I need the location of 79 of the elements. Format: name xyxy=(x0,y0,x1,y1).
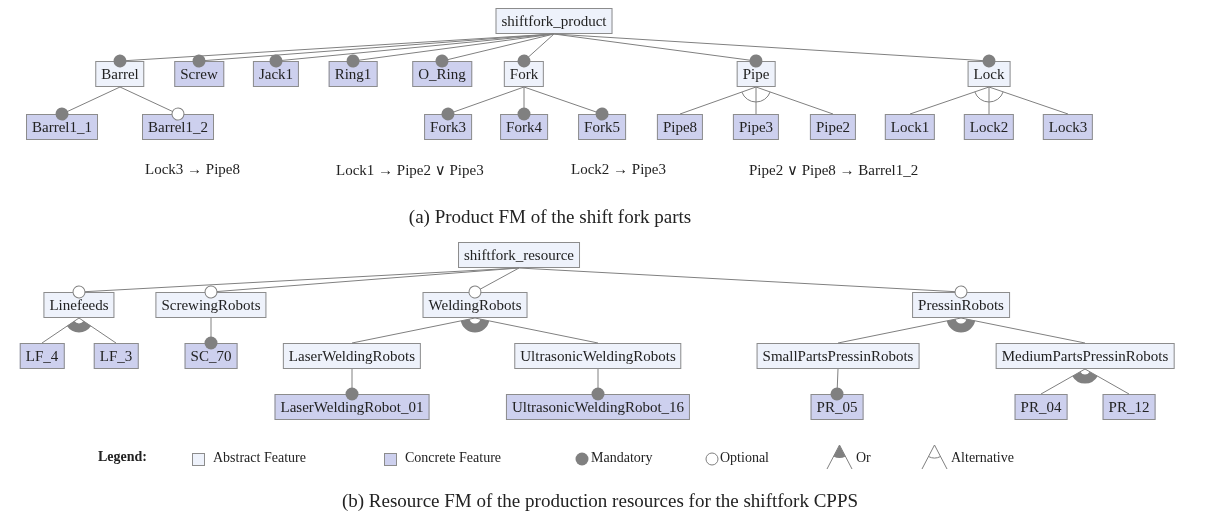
feature-box: Pipe3 xyxy=(732,114,780,140)
feature-box: PR_12 xyxy=(1102,394,1156,420)
constraint-text: Lock1 → Pipe2 ∨ Pipe3 xyxy=(336,161,484,179)
feature-box: Barrel1_2 xyxy=(142,114,214,140)
caption: (a) Product FM of the shift fork parts xyxy=(408,206,692,228)
connector-line xyxy=(837,317,962,344)
feature-box: PR_04 xyxy=(1014,394,1068,420)
feature-box: O_Ring xyxy=(412,61,472,87)
connector-line xyxy=(679,86,757,115)
legend-text: Abstract Feature xyxy=(213,450,306,466)
legend-text: Or xyxy=(856,450,871,466)
connector-line xyxy=(1040,368,1086,395)
connector-line xyxy=(591,368,605,401)
feature-box: Lock2 xyxy=(963,114,1015,140)
connector-line xyxy=(517,33,555,68)
connector-line xyxy=(988,86,1069,115)
legend-text: Alternative xyxy=(951,450,1014,466)
feature-box: PressinRobots xyxy=(912,292,1010,318)
connector-line xyxy=(755,86,757,115)
constraint-text: Pipe2 ∨ Pipe8 → Barrel1_2 xyxy=(749,161,919,179)
connector-line xyxy=(517,86,531,121)
connector-line xyxy=(830,368,844,401)
legend-text: Mandatory xyxy=(591,450,653,466)
connector-line xyxy=(1084,368,1130,395)
connector-line xyxy=(78,317,117,344)
feature-box: UltrasonicWeldingRobot_16 xyxy=(505,394,691,420)
feature-box: UltrasonicWeldingRobots xyxy=(514,343,682,369)
feature-box: Pipe8 xyxy=(656,114,704,140)
connector-line xyxy=(55,86,121,121)
feature-box: Linefeeds xyxy=(43,292,115,318)
connector-line xyxy=(204,267,520,299)
feature-box: Pipe2 xyxy=(809,114,857,140)
feature-box: MediumPartsPressinRobots xyxy=(995,343,1175,369)
constraint-text: Lock2 → Pipe3 xyxy=(571,161,666,178)
feature-box: Pipe xyxy=(736,61,776,87)
connector-line xyxy=(119,86,185,121)
feature-box: Barrel xyxy=(95,61,145,87)
feature-box: LaserWeldingRobots xyxy=(282,343,422,369)
feature-box: SmallPartsPressinRobots xyxy=(756,343,920,369)
connector-line xyxy=(41,317,80,344)
connector-line xyxy=(468,267,520,299)
connector-line xyxy=(435,33,555,68)
connector-line xyxy=(909,86,990,115)
feature-box: Lock xyxy=(967,61,1011,87)
connector-line xyxy=(518,267,968,299)
connector-line xyxy=(755,86,834,115)
connector-line xyxy=(988,86,990,115)
feature-box: Fork5 xyxy=(578,114,626,140)
feature-box: ScrewingRobots xyxy=(155,292,267,318)
feature-box: shiftfork_resource xyxy=(458,242,580,268)
feature-box: WeldingRobots xyxy=(422,292,528,318)
legend-heading: Legend: xyxy=(98,449,147,465)
connector-line xyxy=(523,86,609,121)
feature-box: Screw xyxy=(174,61,224,87)
connector-line xyxy=(351,317,476,344)
feature-box: PR_05 xyxy=(810,394,864,420)
feature-box: Jack1 xyxy=(252,61,300,87)
feature-box: Barrel1_1 xyxy=(26,114,98,140)
legend-text: Optional xyxy=(720,450,769,466)
feature-box: Fork4 xyxy=(500,114,548,140)
caption: (b) Resource FM of the production resources for the shiftfork CPPS xyxy=(341,490,859,512)
feature-box: SC_70 xyxy=(184,343,238,369)
feature-box: Lock3 xyxy=(1042,114,1094,140)
feature-box: LaserWeldingRobot_01 xyxy=(274,394,430,420)
connector-line xyxy=(553,33,996,68)
feature-box: Ring1 xyxy=(328,61,378,87)
feature-box: LF_4 xyxy=(19,343,65,369)
constraint-text: Lock3 → Pipe8 xyxy=(145,161,240,178)
connector-line xyxy=(204,317,218,350)
feature-box: Fork3 xyxy=(424,114,472,140)
connector-line xyxy=(345,368,359,401)
feature-box: Fork xyxy=(503,61,545,87)
connector-line xyxy=(960,317,1086,344)
feature-box: LF_3 xyxy=(93,343,139,369)
connector-line xyxy=(441,86,525,121)
feature-box: shiftfork_product xyxy=(495,8,613,34)
feature-box: Lock1 xyxy=(884,114,936,140)
connector-line xyxy=(474,317,599,344)
legend-text: Concrete Feature xyxy=(405,450,501,466)
